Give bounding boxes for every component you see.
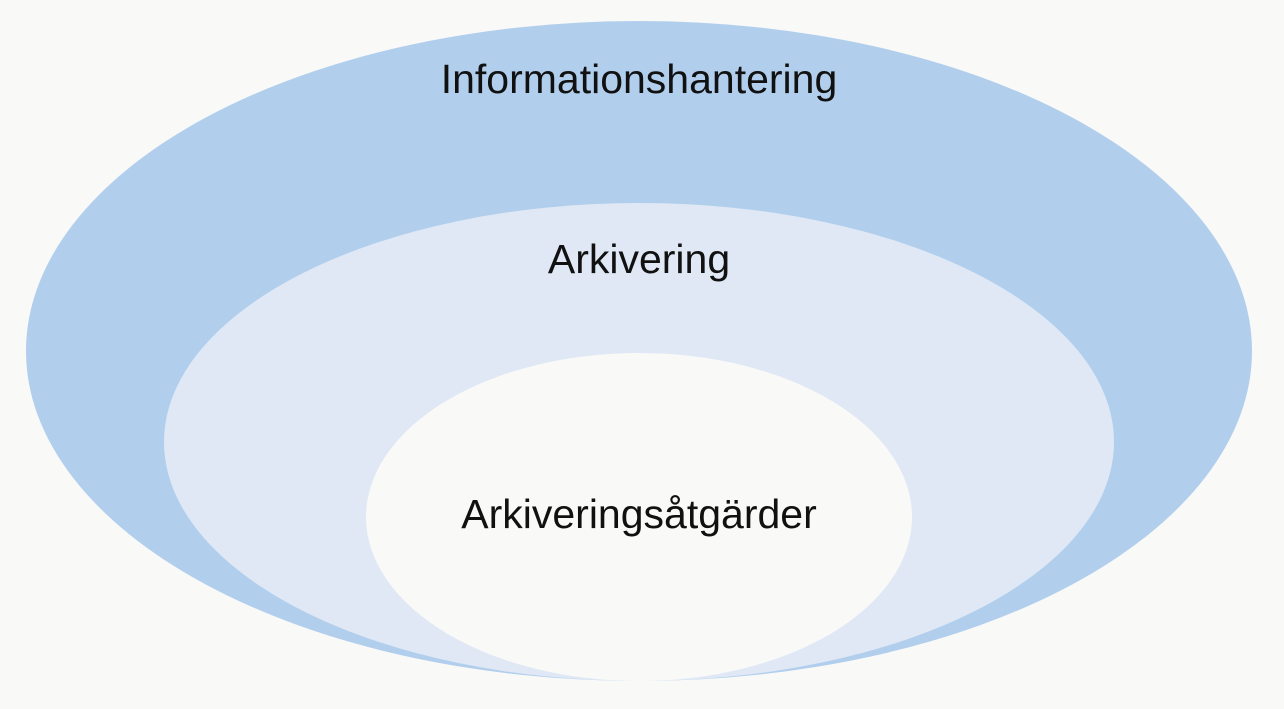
- inner-label: Arkiveringsåtgärder: [461, 491, 817, 537]
- outer-label: Informationshantering: [441, 56, 838, 102]
- middle-label: Arkivering: [548, 236, 730, 282]
- inner-ellipse-arkiveringsatgarder: [366, 353, 912, 681]
